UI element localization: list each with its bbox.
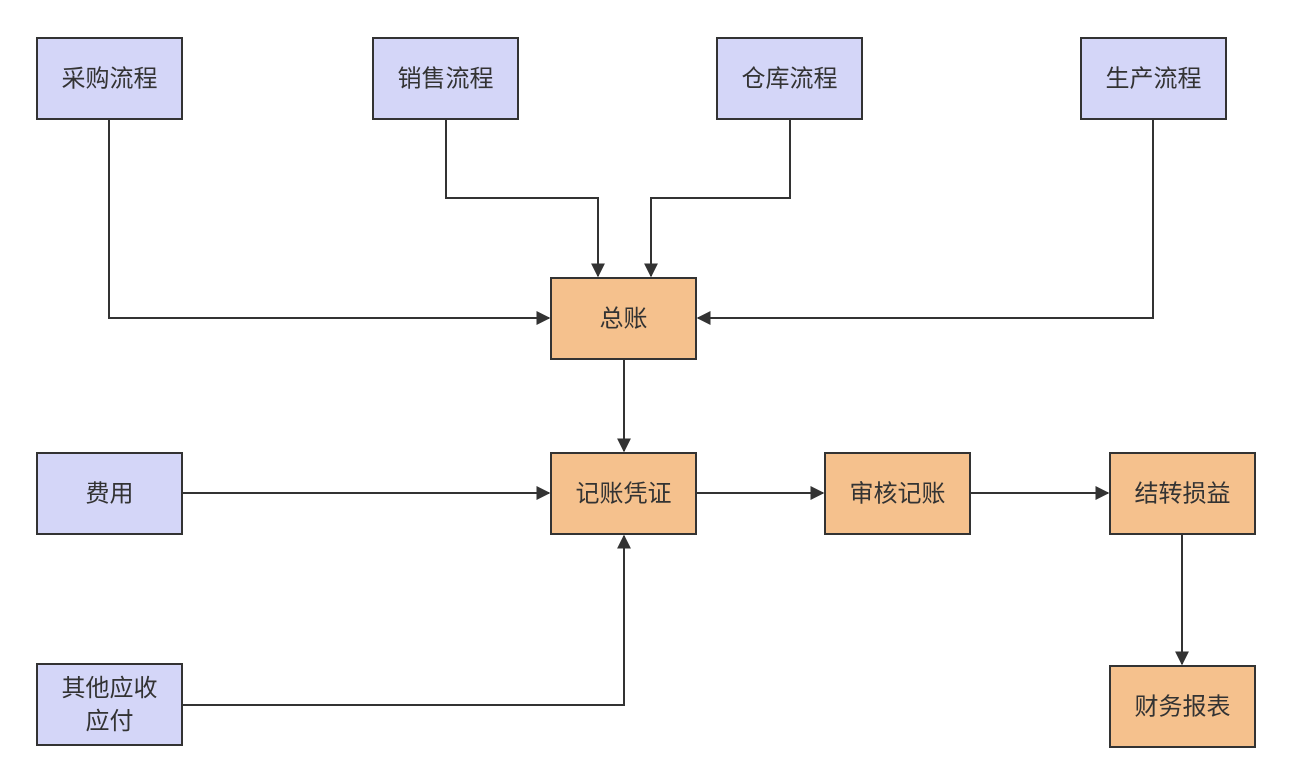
node-box-caiwu_baobiao xyxy=(1109,665,1256,748)
node-label-cangku: 仓库流程 xyxy=(742,65,838,93)
edges xyxy=(108,119,1189,706)
node-box-jizhang_pingzheng xyxy=(550,452,697,535)
node-caigou: 采购流程 xyxy=(36,37,183,120)
node-zongzhang: 总账 xyxy=(550,277,697,360)
node-label-jiezhuan_sunyi: 结转损益 xyxy=(1135,480,1231,508)
node-label-jizhang_pingzheng: 记账凭证 xyxy=(576,480,672,508)
node-label-shengchan: 生产流程 xyxy=(1106,65,1202,93)
node-label-xiaoshou: 销售流程 xyxy=(398,65,494,93)
edge-qita_yingshou-to-jizhang_pingzheng xyxy=(182,534,631,706)
node-feiyong: 费用 xyxy=(36,452,183,535)
node-label-caiwu_baobiao: 财务报表 xyxy=(1135,693,1231,721)
node-box-shenhe_jizhang xyxy=(824,452,971,535)
node-jizhang_pingzheng: 记账凭证 xyxy=(550,452,697,535)
node-caiwu_baobiao: 财务报表 xyxy=(1109,665,1256,748)
node-xiaoshou: 销售流程 xyxy=(372,37,519,120)
node-box-shengchan xyxy=(1080,37,1227,120)
node-label-qita_yingshou: 应付 xyxy=(86,707,134,735)
node-shengchan: 生产流程 xyxy=(1080,37,1227,120)
node-box-cangku xyxy=(716,37,863,120)
node-label-caigou: 采购流程 xyxy=(62,65,158,93)
node-box-qita_yingshou xyxy=(36,663,183,746)
node-box-zongzhang xyxy=(550,277,697,360)
node-box-feiyong xyxy=(36,452,183,535)
edge-caigou-to-zongzhang xyxy=(108,119,551,325)
edge-shengchan-to-zongzhang xyxy=(696,119,1154,325)
node-cangku: 仓库流程 xyxy=(716,37,863,120)
node-jiezhuan_sunyi: 结转损益 xyxy=(1109,452,1256,535)
edge-cangku-to-zongzhang xyxy=(644,119,791,278)
node-label-feiyong: 费用 xyxy=(86,480,134,508)
node-box-caigou xyxy=(36,37,183,120)
node-shenhe_jizhang: 审核记账 xyxy=(824,452,971,535)
node-box-xiaoshou xyxy=(372,37,519,120)
node-label-shenhe_jizhang: 审核记账 xyxy=(850,480,946,508)
edge-xiaoshou-to-zongzhang xyxy=(445,119,605,278)
node-label-qita_yingshou: 其他应收 xyxy=(62,674,158,702)
node-box-jiezhuan_sunyi xyxy=(1109,452,1256,535)
node-label-zongzhang: 总账 xyxy=(600,305,648,333)
